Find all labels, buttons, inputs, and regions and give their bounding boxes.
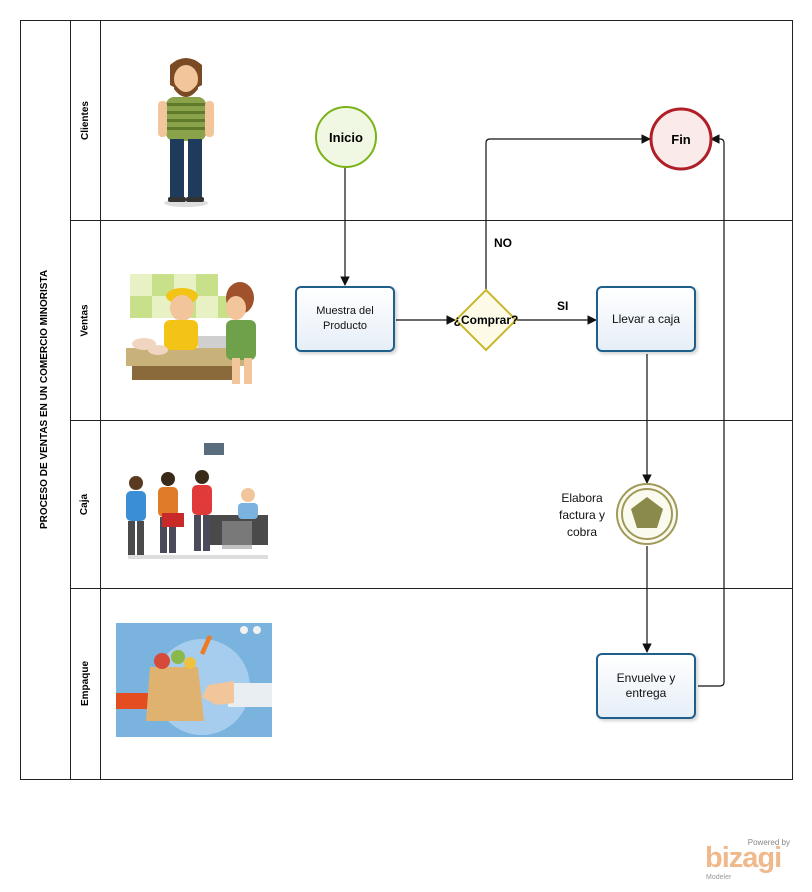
modeler-text: Modeler	[706, 874, 732, 881]
intermediate-event-label: Elabora factura y cobra	[558, 491, 606, 539]
bizagi-logo: Powered by bizagi Modeler	[700, 838, 800, 888]
bizagi-wordmark: bizagi	[705, 842, 782, 874]
packing-illustration	[116, 623, 272, 737]
start-event[interactable]	[313, 104, 379, 170]
end-event-label: Fin	[671, 131, 691, 147]
flow-gateway-no	[485, 134, 651, 290]
start-event-label: Inicio	[329, 129, 363, 145]
flow-wrap-to-end	[698, 134, 725, 687]
task-take-to-checkout[interactable]: Llevar a caja	[596, 286, 696, 352]
checkout-illustration	[118, 435, 273, 570]
edge-label-no: NO	[494, 236, 512, 250]
task-show-product[interactable]: Muestra del Producto	[295, 286, 395, 352]
powered-by-text: Powered by	[747, 838, 790, 847]
customer-illustration	[158, 58, 214, 207]
gateway-buy-label: ¿Comprar?	[453, 313, 519, 327]
task-wrap-and-deliver-label: Envuelve y entrega	[616, 671, 676, 700]
pentagon-icon	[631, 497, 663, 528]
task-wrap-and-deliver[interactable]: Envuelve y entrega	[596, 653, 696, 719]
end-event[interactable]	[648, 106, 714, 172]
sales-illustration	[122, 270, 270, 395]
task-take-to-checkout-label: Llevar a caja	[611, 311, 681, 326]
intermediate-event[interactable]	[615, 482, 679, 546]
edge-label-yes: SI	[557, 299, 569, 313]
gateway-buy[interactable]	[454, 288, 518, 352]
task-show-product-label: Muestra del Producto	[316, 305, 374, 332]
